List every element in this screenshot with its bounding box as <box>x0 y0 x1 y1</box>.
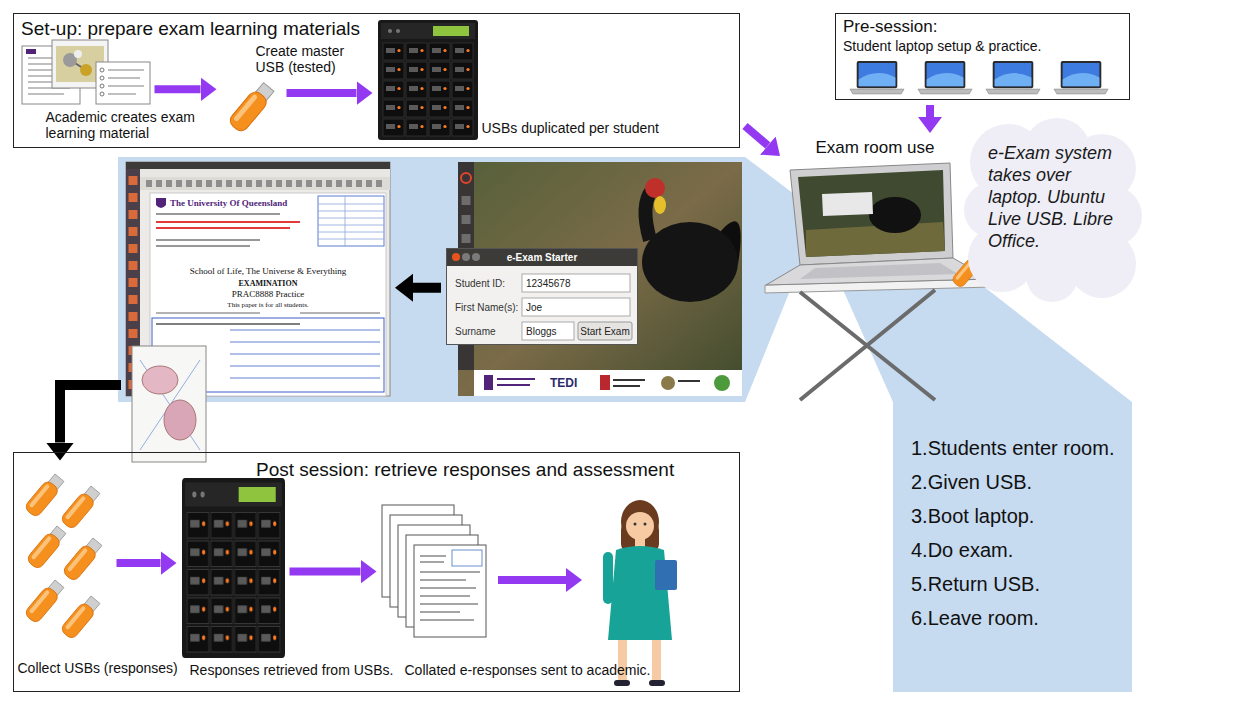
flow-arrow <box>155 85 201 93</box>
usb-pile <box>24 472 104 640</box>
logo-text: The University Of Queensland <box>170 198 287 209</box>
master-usb: Create master USB (tested) <box>222 78 282 136</box>
field-value: Bloggs <box>526 325 557 338</box>
step-caption: Create master USB (tested) <box>256 43 360 75</box>
exam-school: School of Life, The Universe & Everythin… <box>150 266 386 277</box>
panel-title: Post session: retrieve responses and ass… <box>14 453 739 481</box>
exam-steps-panel: 1.Students enter room. 2.Given USB. 3.Boot… <box>893 402 1132 692</box>
paper-note: This paper is for all students. <box>150 300 386 311</box>
flow-arrow <box>117 559 161 567</box>
flow-arrow <box>287 89 357 97</box>
setup-panel: Set-up: prepare exam learning materialsA… <box>13 13 740 148</box>
screenshot-band <box>118 157 745 402</box>
button-label: Start Exam <box>578 325 632 338</box>
pre-session-panel: Pre-session:Student laptop setup & pract… <box>835 13 1130 100</box>
step-caption: Collated e-responses sent to academic. <box>405 662 651 678</box>
step-item: 4.Do exam. <box>911 538 1124 563</box>
flow-arrow <box>290 568 361 576</box>
node-title: Exam room use <box>785 138 965 158</box>
step-item: 1.Students enter room. <box>911 436 1124 461</box>
flow-arrow <box>413 283 441 293</box>
usb-duplicator: USBs duplicated per student <box>378 20 478 140</box>
panel-subtitle: Student laptop setup & practice. <box>836 37 1129 54</box>
usb-duplicator-tower <box>378 20 478 140</box>
collected-usbs: Collect USBs (responses) <box>18 466 112 652</box>
usb-stick <box>227 81 276 134</box>
dialog-title: e-Exam Starter <box>447 251 637 264</box>
retrieval-duplicator: Responses retrieved from USBs. <box>182 478 285 658</box>
exam-room-laptop: Exam room use <box>785 138 965 264</box>
response-papers <box>382 505 486 637</box>
panel-title: Set-up: prepare exam learning materials <box>14 14 739 40</box>
field-label: Surname <box>455 325 496 338</box>
exam-heading: EXAMINATION <box>150 278 386 289</box>
dialog-art <box>446 248 638 345</box>
e-exam-cloud: e-Exam system takes over laptop. Ubuntu … <box>962 118 1142 303</box>
collated-responses: Collated e-responses sent to academic. <box>382 502 492 650</box>
step-item: 6.Leave room. <box>911 606 1124 631</box>
panel-title: Pre-session: <box>836 14 1129 37</box>
logo-text: TEDI <box>550 376 577 390</box>
post-session-panel: Post session: retrieve responses and ass… <box>13 452 740 692</box>
flow-arrow <box>926 105 934 117</box>
e-exam-starter-dialog: e-Exam StarterStudent ID: 12345678First N… <box>446 248 638 345</box>
flow-arrow <box>498 576 566 584</box>
field-value: 12345678 <box>526 277 571 290</box>
course-code: PRAC8888 Practice <box>150 289 386 300</box>
step-caption: USBs duplicated per student <box>482 120 659 136</box>
document-screenshot-art <box>126 162 390 462</box>
step-item: 3.Boot laptop. <box>911 504 1124 529</box>
flow-arrow <box>745 126 768 146</box>
material-illustration: Academic creates exam learning material <box>20 40 150 105</box>
step-caption: Collect USBs (responses) <box>18 660 178 676</box>
document-screenshot: The University Of QueenslandSchool of Li… <box>126 162 390 396</box>
exam-material-illustration <box>22 40 150 104</box>
cloud-note: e-Exam system takes over laptop. Ubuntu … <box>988 142 1126 252</box>
step-item: 2.Given USB. <box>911 470 1124 495</box>
step-caption: Academic creates exam learning material <box>46 109 196 141</box>
field-label: First Name(s): <box>455 301 518 314</box>
practice-laptops <box>850 61 1108 94</box>
step-caption: Responses retrieved from USBs. <box>190 662 394 678</box>
step-item: 5.Return USB. <box>911 572 1124 597</box>
exam-laptop <box>765 163 992 400</box>
academic-figure <box>603 500 677 686</box>
field-label: Student ID: <box>455 277 505 290</box>
field-value: Joe <box>526 301 542 314</box>
usb-duplicator-tower <box>182 478 285 658</box>
flow-arrow <box>60 385 121 443</box>
